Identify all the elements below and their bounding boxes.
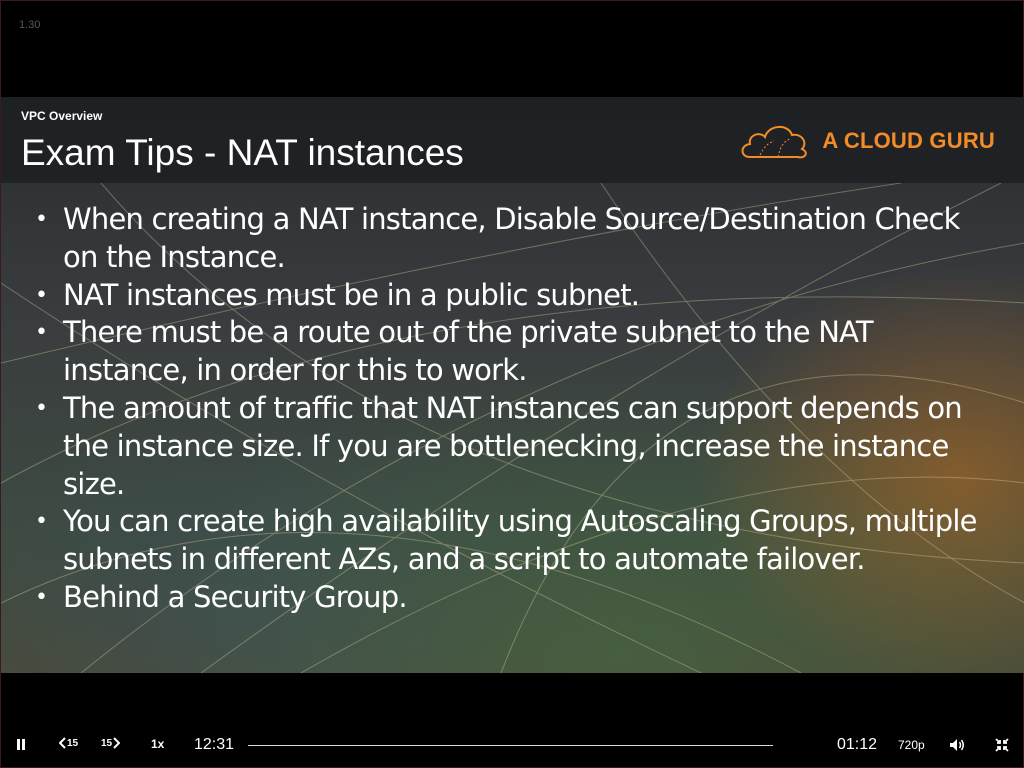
- slide-title: Exam Tips - NAT instances: [21, 132, 464, 173]
- chevron-left-icon: [59, 737, 66, 749]
- forward-15-button[interactable]: 15: [101, 737, 121, 749]
- exit-fullscreen-icon[interactable]: [995, 738, 1009, 752]
- bullet-text: When creating a NAT instance, Disable So…: [63, 202, 960, 274]
- forward-label: 15: [101, 737, 113, 749]
- rewind-label: 15: [67, 737, 79, 749]
- player-version: 1.30: [19, 19, 41, 31]
- bullet-item: •There must be a route out of the privat…: [35, 315, 874, 388]
- player-controls: 15 15 1x 12:31 01:12 720p: [1, 729, 1024, 763]
- time-remaining: 01:12: [837, 736, 878, 753]
- bullet-item: •NAT instances must be in a public subne…: [35, 277, 640, 312]
- bullet-item: •Behind a Security Group.: [35, 579, 408, 614]
- bullet-item: •When creating a NAT instance, Disable S…: [35, 202, 960, 274]
- bullet-list: •When creating a NAT instance, Disable S…: [31, 201, 1001, 617]
- bullet-text: There must be a route out of the private…: [63, 315, 874, 388]
- brand-logo: A CLOUD GURU: [738, 119, 995, 163]
- chevron-right-icon: [113, 737, 121, 749]
- bullet-text: The amount of traffic that NAT instances…: [63, 390, 963, 501]
- quality-button[interactable]: 720p: [898, 738, 925, 752]
- slide-header: VPC Overview Exam Tips - NAT instances A…: [1, 97, 1024, 183]
- bullet-text: Behind a Security Group.: [63, 579, 408, 614]
- rewind-15-button[interactable]: 15: [59, 737, 78, 749]
- pause-icon[interactable]: [17, 739, 27, 750]
- progress-bar[interactable]: [248, 745, 773, 746]
- bullet-text: You can create high availability using A…: [63, 504, 977, 577]
- brand-name: A CLOUD GURU: [822, 128, 995, 153]
- cloud-icon: [741, 126, 808, 159]
- slide: VPC Overview Exam Tips - NAT instances A…: [1, 97, 1024, 673]
- breadcrumb: VPC Overview: [21, 109, 103, 123]
- bullet-item: •The amount of traffic that NAT instance…: [35, 390, 963, 501]
- playback-speed-button[interactable]: 1x: [151, 737, 165, 751]
- globe-network-background: [1, 183, 1024, 673]
- volume-icon[interactable]: [949, 738, 965, 752]
- time-elapsed: 12:31: [194, 736, 235, 753]
- bullet-item: •You can create high availability using …: [35, 504, 977, 577]
- bullet-text: NAT instances must be in a public subnet…: [63, 277, 640, 312]
